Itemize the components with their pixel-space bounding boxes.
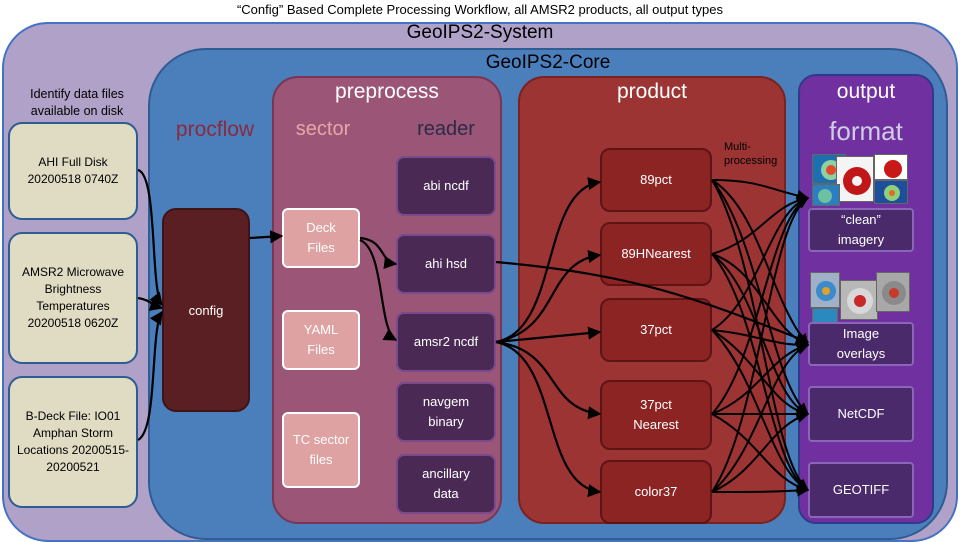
reader-abi-ncdf: abi ncdf	[396, 156, 496, 216]
image-overlays-thumbnail	[876, 272, 910, 312]
product-37pct-nearest-label: 37pct Nearest	[633, 397, 679, 432]
procflow-title: procflow	[175, 118, 255, 141]
input-amsr2-box: AMSR2 Microwave Brightness Temperatures …	[8, 232, 138, 364]
reader-ancillary-data: ancillary data	[396, 454, 496, 514]
product-to-output-fanout	[711, 179, 810, 497]
arrow-ahi-to-config	[137, 168, 163, 307]
input-ahi-label: AHI Full Disk 20200518 0740Z	[27, 155, 119, 186]
reader-navgem-binary: navgem binary	[396, 382, 496, 442]
output-netcdf-label: NetCDF	[837, 406, 885, 421]
sector-tc-label: TC sector files	[292, 432, 350, 467]
product-37pct-label: 37pct	[640, 322, 672, 337]
clean-imagery-thumbnail	[874, 154, 908, 180]
reader-ahi-hsd: ahi hsd	[396, 234, 496, 294]
clean-imagery-thumbnail	[874, 180, 908, 204]
output-image-overlays-label: Image overlays	[836, 326, 886, 361]
reader-title: reader	[417, 118, 475, 140]
clean-imagery-thumbnail	[836, 156, 874, 202]
reader-navgem-label: navgem binary	[422, 394, 470, 429]
input-bdeck-box: B-Deck File: IO01 Amphan Storm Locations…	[8, 376, 138, 508]
product-89pct-label: 89pct	[640, 172, 672, 187]
sector-yaml-files: YAML Files	[282, 310, 360, 370]
reader-abi-label: abi ncdf	[423, 178, 469, 193]
preprocess-title: preprocess	[335, 80, 439, 103]
product-color37: color37	[600, 460, 712, 524]
config-label: config	[188, 302, 224, 318]
input-files-note: Identify data files available on disk	[30, 87, 124, 118]
arrow-amsr2-to-37pct-nearest	[495, 340, 602, 420]
arrow-amsr2-to-color37	[495, 340, 602, 498]
clean-imagery-thumbnail	[812, 184, 840, 206]
output-image-overlays: Image overlays	[808, 322, 914, 366]
product-color37-label: color37	[634, 484, 678, 499]
output-title: output	[836, 80, 896, 103]
reader-amsr2-ncdf: amsr2 ncdf	[396, 312, 496, 372]
geoips-system-title: GeoIPS2-System	[406, 22, 554, 43]
sector-deck-files: Deck Files	[282, 208, 360, 268]
arrow-amsr2-to-89pct	[495, 177, 602, 344]
geoips-core-title: GeoIPS2-Core	[485, 52, 611, 73]
sector-title: sector	[295, 118, 351, 140]
format-title: format	[829, 116, 903, 146]
arrow-amsr2-to-37pct	[495, 326, 602, 344]
product-89pct: 89pct	[600, 148, 712, 212]
multi-processing-note: Multi-processing	[724, 141, 778, 167]
sector-deck-label: Deck Files	[306, 220, 336, 255]
config-box: config	[162, 208, 250, 412]
image-overlays-thumbnail	[810, 272, 840, 308]
arrow-config-to-deck	[249, 230, 284, 244]
output-geotiff-label: GEOTIFF	[832, 482, 890, 497]
output-geotiff: GEOTIFF	[808, 462, 914, 518]
workflow-caption: “Config” Based Complete Processing Workf…	[236, 2, 724, 17]
input-amsr2-label: AMSR2 Microwave Brightness Temperatures …	[21, 265, 125, 330]
reader-ancillary-label: ancillary data	[422, 466, 470, 501]
arrow-amsr2-to-config	[137, 296, 164, 311]
sector-yaml-label: YAML Files	[303, 322, 339, 357]
product-37pct: 37pct	[600, 298, 712, 362]
arrow-deck-to-amsr2	[359, 238, 398, 341]
product-89hnearest: 89HNearest	[600, 222, 712, 286]
output-clean-imagery-label: “clean” imagery	[837, 212, 885, 247]
sector-tc-files: TC sector files	[282, 412, 360, 488]
arrow-ahi-hsd-to-overlays	[495, 260, 810, 344]
arrow-amsr2-to-89hnearest	[495, 249, 602, 344]
product-37pct-nearest: 37pct Nearest	[600, 380, 712, 450]
product-title: product	[616, 80, 688, 103]
input-ahi-box: AHI Full Disk 20200518 0740Z	[8, 122, 138, 220]
arrow-deck-to-ahi-hsd	[359, 236, 398, 270]
product-89hnearest-label: 89HNearest	[621, 246, 691, 261]
reader-ahi-label: ahi hsd	[425, 256, 467, 271]
output-clean-imagery: “clean” imagery	[808, 208, 914, 252]
input-bdeck-label: B-Deck File: IO01 Amphan Storm Locations…	[16, 409, 130, 474]
arrow-bdeck-to-config	[137, 310, 163, 441]
reader-amsr2-label: amsr2 ncdf	[413, 334, 479, 349]
output-netcdf: NetCDF	[808, 386, 914, 442]
